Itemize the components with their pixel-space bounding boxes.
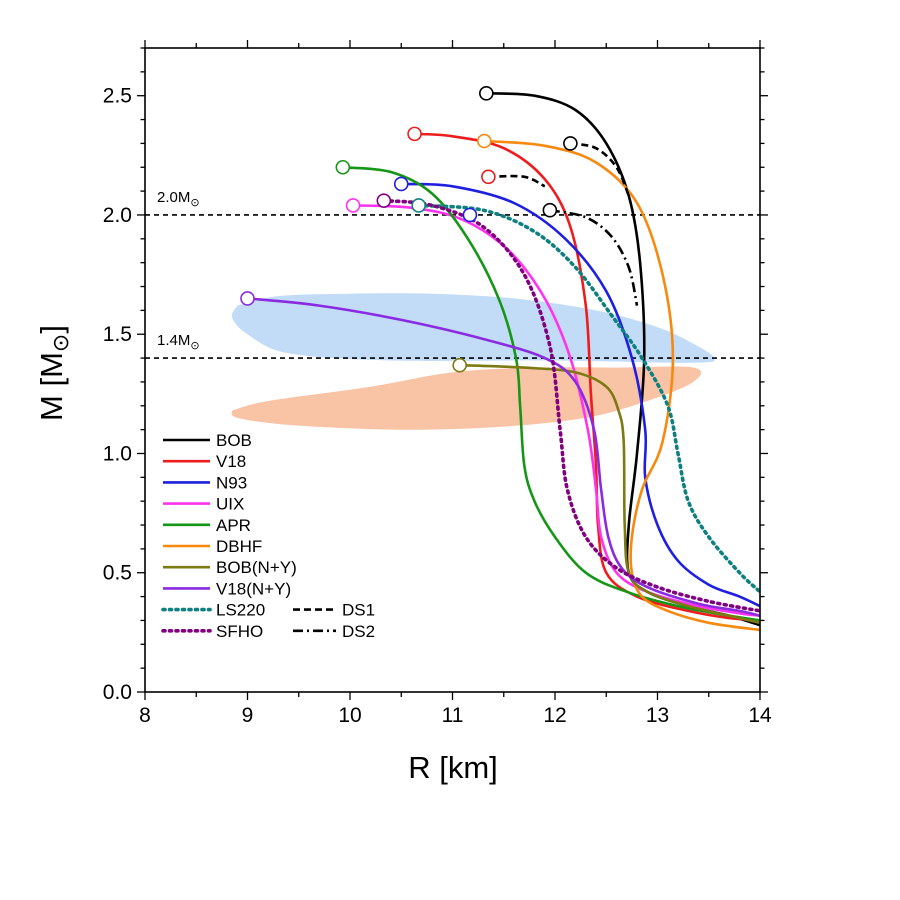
y-tick-label: 0.0 xyxy=(103,681,132,704)
x-tick-label: 12 xyxy=(543,704,566,727)
series-lines xyxy=(247,92,762,632)
y-tick-label: 2.0 xyxy=(103,204,132,227)
max-mass-marker-bob-n-y-6 xyxy=(452,357,467,373)
series-line-dbhf-5 xyxy=(484,139,761,632)
max-mass-marker-n93-13 xyxy=(462,207,478,223)
reference-label-2-0m: 2.0M⊙ xyxy=(157,189,200,209)
y-axis-title-close: ] xyxy=(34,325,69,334)
max-mass-marker-ds2-12 xyxy=(542,202,558,218)
legend-label-sfho: SFHO xyxy=(216,622,263,641)
x-tick-label: 8 xyxy=(139,704,151,727)
x-tick-label: 11 xyxy=(442,704,464,727)
series-markers xyxy=(240,86,578,373)
legend-label-ds2: DS2 xyxy=(342,622,375,641)
x-tick-label: 14 xyxy=(748,704,772,727)
series-line-uix-3 xyxy=(353,204,761,617)
x-tick-label: 10 xyxy=(338,704,361,727)
y-axis-title: M [M⊙] xyxy=(34,325,73,421)
max-mass-marker-dbhf-5 xyxy=(476,133,492,149)
series-line-n93-2 xyxy=(401,182,761,608)
series-line-ds1-11 xyxy=(570,142,631,197)
x-tick-label: 9 xyxy=(242,704,254,727)
reference-label-1-4m: 1.4M⊙ xyxy=(157,332,200,352)
max-mass-marker-ls220-8 xyxy=(411,198,426,213)
x-axis-title: R [km] xyxy=(408,750,498,785)
legend-label-apr: APR xyxy=(216,516,251,535)
reference-label-sun-symbol: ⊙ xyxy=(190,197,199,209)
series-line-sfho-9 xyxy=(382,198,762,613)
legend-label-n93: N93 xyxy=(216,473,247,492)
legend-label-bob: BOB xyxy=(216,431,252,450)
x-tick-label: 13 xyxy=(646,704,669,727)
y-tick-label: 1.5 xyxy=(103,323,132,346)
y-axis-title-main: M [M xyxy=(34,352,69,421)
y-tick-label: 0.5 xyxy=(103,562,132,585)
max-mass-marker-sfho-9 xyxy=(376,193,392,208)
legend-label-dbhf: DBHF xyxy=(216,537,262,556)
max-mass-marker-uix-3 xyxy=(345,198,361,213)
reference-label-sun-symbol: ⊙ xyxy=(190,340,199,352)
legend-label-ds1: DS1 xyxy=(342,601,375,620)
max-mass-marker-n93-2 xyxy=(393,176,409,192)
max-mass-marker-bob-0 xyxy=(479,86,494,101)
y-tick-label: 2.5 xyxy=(103,85,132,108)
legend-label-v18: V18 xyxy=(216,452,246,471)
max-mass-marker-v18-1 xyxy=(407,126,422,142)
series-line-v18-1 xyxy=(414,132,761,622)
y-tick-label: 1.0 xyxy=(103,442,132,465)
max-mass-marker-ds1-10 xyxy=(481,169,496,185)
series-line-ds2-12 xyxy=(549,208,639,306)
series-line-ls220-8 xyxy=(416,203,762,594)
series-line-bob-n-y-6 xyxy=(459,363,761,625)
legend-label-bob-n-y: BOB(N+Y) xyxy=(216,558,297,577)
legend-label-v18-n-y: V18(N+Y) xyxy=(216,579,291,598)
series-line-v18-n-y-7 xyxy=(247,297,761,617)
legend-label-uix: UIX xyxy=(216,495,244,514)
series-line-ds1-10 xyxy=(488,174,546,188)
max-mass-marker-ds1-11 xyxy=(563,136,578,151)
max-mass-marker-v18-n-y-7 xyxy=(240,291,255,306)
constraint-band-2 xyxy=(231,366,702,430)
max-mass-marker-apr-4 xyxy=(335,159,351,175)
legend-label-ls220: LS220 xyxy=(216,601,265,620)
y-axis-title-sun-symbol: ⊙ xyxy=(48,334,73,352)
axes: 8 9 10 11 12 13 14 0.0 0.5 1.0 1.5 2.0 2.5 xyxy=(103,40,772,727)
